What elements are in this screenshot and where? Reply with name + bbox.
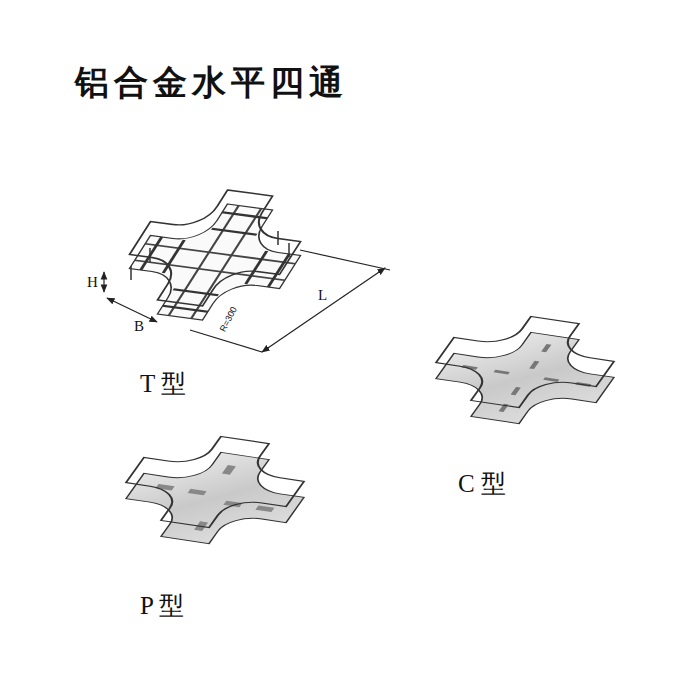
dimension-label: B [132,318,146,335]
type-label: P 型 [140,592,184,620]
c-type-tray [415,308,635,432]
p-type-tray [105,428,325,552]
type-label: C 型 [458,470,506,498]
dimension-label: L [316,287,329,304]
dimension-lines [104,250,390,352]
diagram-title: 铝合金水平四通 [75,64,348,101]
radius-label: R=300 [218,305,240,335]
type-label: T 型 [140,370,186,398]
dimension-label: H [85,274,100,291]
t-type-tray [105,183,325,327]
